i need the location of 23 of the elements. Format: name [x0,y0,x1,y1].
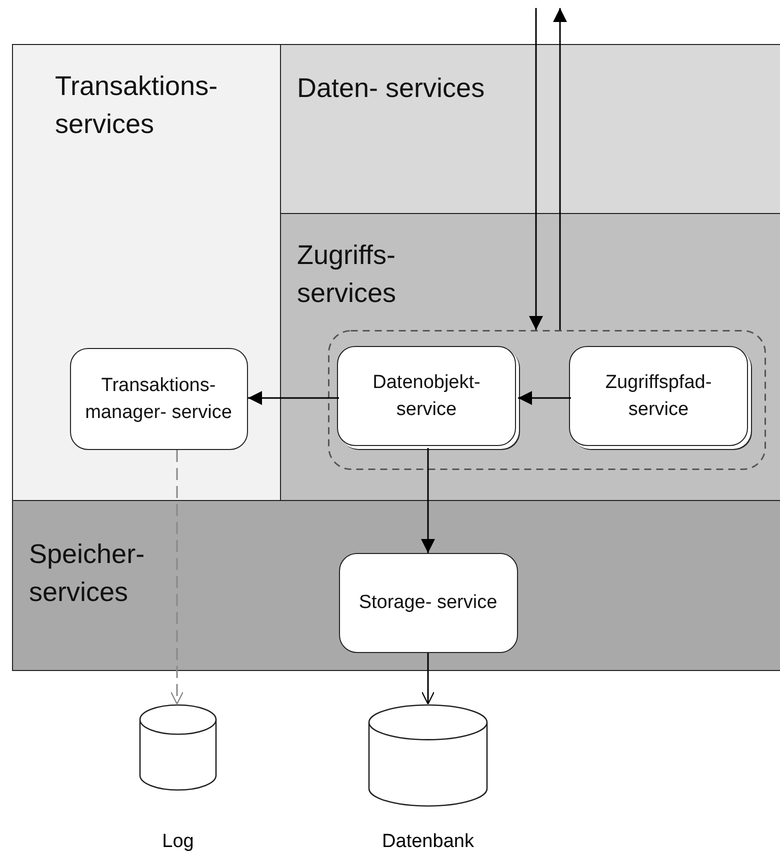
storage-label: Log [161,831,195,853]
service-label: Transaktions- manager- service [84,374,233,424]
arrow [421,448,435,553]
panel-title: Speicher- services [29,538,146,609]
transaction-services-panel [12,44,281,501]
service-box [338,552,518,652]
panel-title: Daten- services [297,72,486,105]
service-label: Datenobjekt- service [372,371,482,422]
service-box [70,348,248,450]
arrow [529,8,543,330]
panel-title: Zugriffs- services [297,239,398,310]
service-label: Zugriffspfad- service [604,371,713,422]
arrow [553,8,567,330]
panel-title: Transaktions- services [55,70,219,141]
arrow [518,391,571,405]
service-label: Storage- service [358,591,498,615]
access-services-panel [280,213,780,501]
data-services-panel [280,44,780,214]
arrow [248,391,339,405]
arrow [170,450,184,705]
storage-label: Datenbank [381,831,475,853]
storage-services-panel [12,500,780,671]
arrow [421,653,435,705]
